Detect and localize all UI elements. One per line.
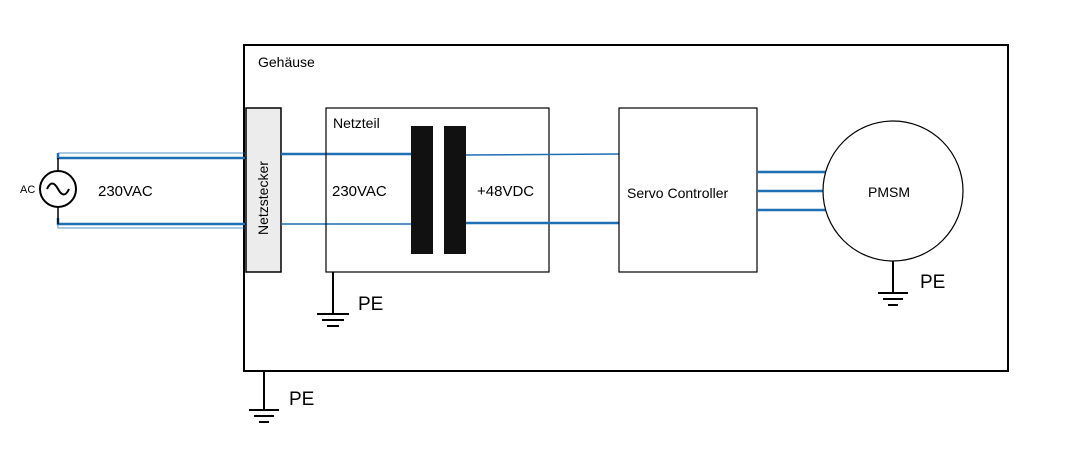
psu-input-label: 230VAC <box>332 183 387 200</box>
connector-box <box>245 107 282 273</box>
psu-box <box>325 107 550 273</box>
transformer-primary-core <box>411 126 433 254</box>
source-voltage-label: 230VAC <box>98 183 153 200</box>
ground-label-motor: PE <box>920 272 945 293</box>
ground-symbol-psu <box>317 272 349 327</box>
ground-label-psu: PE <box>358 294 383 315</box>
wire-psu-controller-top <box>465 153 620 156</box>
enclosure-label: Gehäuse <box>258 54 315 70</box>
ground-symbol-enclosure <box>249 371 279 423</box>
ground-symbol-motor <box>878 261 908 306</box>
motor-label: PMSM <box>868 184 910 200</box>
psu-title: Netzteil <box>333 115 380 131</box>
enclosure-box <box>243 44 1009 372</box>
connector-label: Netzstecker <box>255 161 271 235</box>
ac-input-wires <box>56 152 248 229</box>
three-phase-wires <box>757 170 828 212</box>
transformer-secondary-core <box>444 126 466 254</box>
ground-label-enclosure: PE <box>289 389 314 410</box>
sine-icon <box>46 182 70 196</box>
controller-label: Servo Controller <box>627 185 728 201</box>
psu-output-label: +48VDC <box>477 183 534 200</box>
ac-label: AC <box>20 184 35 196</box>
